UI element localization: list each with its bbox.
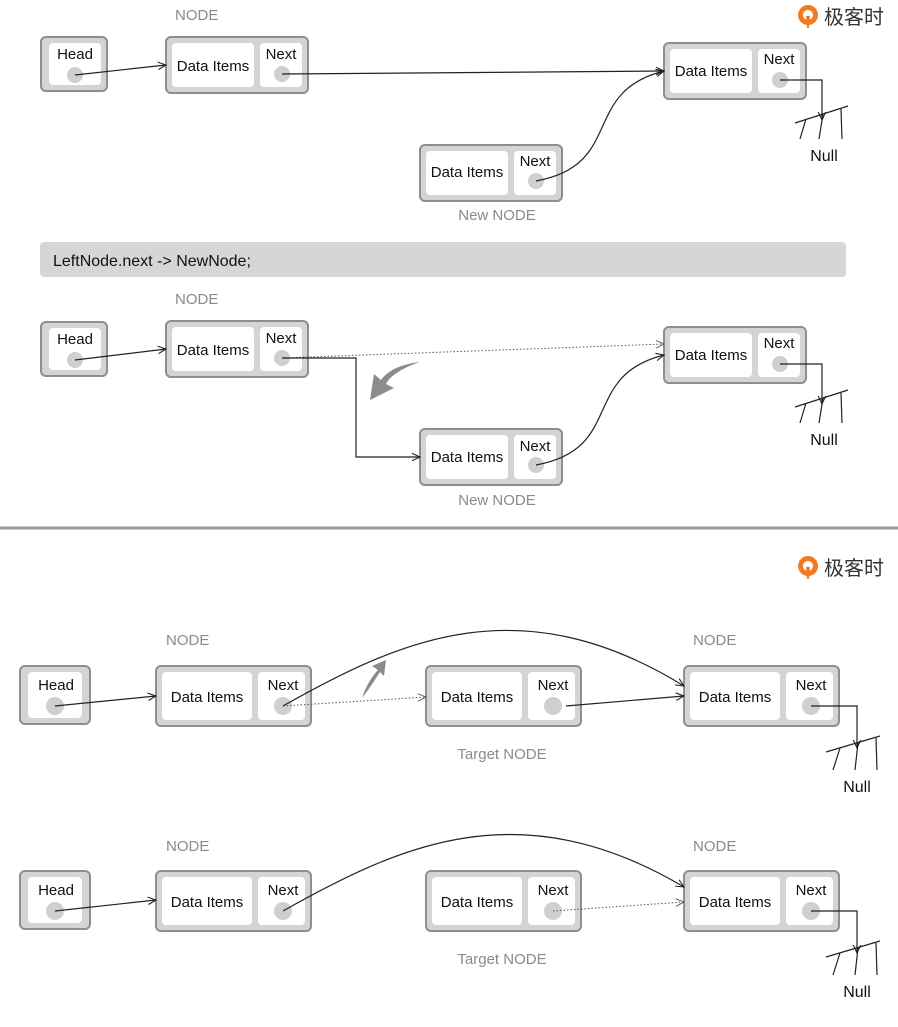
null-label: Null <box>810 432 838 449</box>
panel-insert-after: NODE Head Data Items Next Data Items Nex… <box>40 291 849 509</box>
left-node: Data Items Next <box>165 36 309 94</box>
head-label: Head <box>38 882 74 899</box>
new-node-caption: New NODE <box>458 492 536 509</box>
null-terminator: Null <box>811 705 881 796</box>
head-node: Head <box>40 321 108 377</box>
logo-text: 极客时 <box>824 5 884 29</box>
left-node: Data Items Next <box>155 870 312 932</box>
target-node-caption: Target NODE <box>457 746 546 763</box>
node-caption: NODE <box>175 291 218 308</box>
right-node: Data Items Next <box>663 42 807 100</box>
link-target-to-right <box>565 696 684 707</box>
null-label: Null <box>843 779 871 796</box>
next-label: Next <box>268 882 300 899</box>
next-label: Next <box>796 677 828 694</box>
link-head-to-left <box>54 900 156 912</box>
geek-logo-icon <box>798 556 819 579</box>
next-label: Next <box>764 335 796 352</box>
target-node: Data Items Next <box>425 870 582 932</box>
next-label: Next <box>538 882 570 899</box>
data-items-label: Data Items <box>675 347 748 364</box>
link-left-to-right-bypass <box>282 629 684 707</box>
null-terminator: Null <box>780 79 849 165</box>
data-items-label: Data Items <box>177 342 250 359</box>
data-items-label: Data Items <box>675 63 748 80</box>
data-items-label: Data Items <box>171 894 244 911</box>
new-node: Data Items Next <box>419 144 563 202</box>
link-left-to-right <box>281 71 664 74</box>
next-label: Next <box>520 438 552 455</box>
next-label: Next <box>764 51 796 68</box>
geek-logo-top: 极客时 <box>798 5 884 29</box>
next-label: Next <box>520 153 552 170</box>
data-items-label: Data Items <box>431 164 504 181</box>
null-terminator: Null <box>780 363 849 449</box>
node-caption-left: NODE <box>166 838 209 855</box>
geek-logo-icon <box>798 5 819 28</box>
data-items-label: Data Items <box>171 689 244 706</box>
head-label: Head <box>38 677 74 694</box>
null-label: Null <box>810 148 838 165</box>
data-items-label: Data Items <box>699 894 772 911</box>
link-new-to-right <box>535 71 664 182</box>
panel-delete-after: NODE NODE Head Data Items Next Data Item… <box>19 834 881 1001</box>
link-left-to-right-old <box>281 344 664 359</box>
link-left-to-new <box>282 357 420 457</box>
null-terminator: Null <box>811 910 881 1001</box>
curved-arrow-icon <box>362 660 386 698</box>
left-node: Data Items Next <box>155 665 312 727</box>
logo-text: 极客时 <box>824 556 884 580</box>
node-caption-right: NODE <box>693 838 736 855</box>
target-node: Data Items Next <box>425 665 582 727</box>
node-caption: NODE <box>175 7 218 24</box>
link-head-to-left <box>74 65 166 76</box>
next-label: Next <box>266 330 298 347</box>
right-node: Data Items Next <box>663 326 807 384</box>
link-left-to-right <box>282 834 684 912</box>
node-caption-right: NODE <box>693 632 736 649</box>
head-label: Head <box>57 46 93 63</box>
next-label: Next <box>268 677 300 694</box>
head-node: Head <box>19 870 91 930</box>
panel-insert-before: NODE Head Data Items Next Data Items Nex… <box>40 7 849 224</box>
data-items-label: Data Items <box>177 58 250 75</box>
link-left-to-target-old <box>282 697 426 707</box>
new-node-caption: New NODE <box>458 207 536 224</box>
head-label: Head <box>57 331 93 348</box>
data-items-label: Data Items <box>699 689 772 706</box>
head-node: Head <box>19 665 91 725</box>
link-head-to-left <box>54 696 156 707</box>
left-node: Data Items Next <box>165 320 309 378</box>
next-label: Next <box>266 46 298 63</box>
right-node: Data Items Next <box>683 665 840 727</box>
null-label: Null <box>843 984 871 1001</box>
link-head-to-left <box>74 349 166 361</box>
code-text: LeftNode.next -> NewNode; <box>53 253 251 270</box>
link-new-to-right <box>535 355 664 466</box>
curved-arrow-icon <box>370 362 420 400</box>
data-items-label: Data Items <box>431 449 504 466</box>
data-items-label: Data Items <box>441 894 514 911</box>
head-node: Head <box>40 36 108 92</box>
new-node: Data Items Next <box>419 428 563 486</box>
geek-logo-bottom: 极客时 <box>798 556 884 580</box>
target-node-caption: Target NODE <box>457 951 546 968</box>
next-label: Next <box>796 882 828 899</box>
node-caption-left: NODE <box>166 632 209 649</box>
data-items-label: Data Items <box>441 689 514 706</box>
panel-delete-before: NODE NODE Head Data Items Next Data Item… <box>19 629 881 796</box>
link-target-to-right-old <box>552 902 684 912</box>
right-node: Data Items Next <box>683 870 840 932</box>
next-label: Next <box>538 677 570 694</box>
code-bar: LeftNode.next -> NewNode; <box>40 242 846 277</box>
